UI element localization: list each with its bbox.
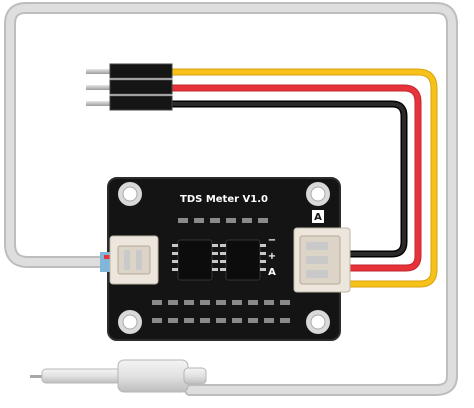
board-title: TDS Meter V1.0 (180, 194, 268, 205)
probe-jst-connector (100, 235, 159, 285)
dupont-connector (86, 63, 173, 111)
pcb-board: TDS Meter V1.0 A − + A (100, 177, 351, 341)
svg-text:−: − (268, 235, 276, 246)
svg-text:A: A (268, 267, 276, 278)
ic-chip-left (172, 239, 218, 281)
signal-jst-connector (293, 227, 351, 293)
connector-label: A (314, 212, 322, 223)
svg-text:+: + (268, 251, 276, 262)
ic-chip-right (220, 239, 266, 281)
tds-probe (30, 359, 207, 393)
pin-labels: − + A (268, 235, 276, 278)
signal-wires (166, 68, 438, 288)
smd-components (152, 218, 290, 323)
mounting-holes (118, 182, 330, 334)
probe-cable (4, 2, 458, 396)
